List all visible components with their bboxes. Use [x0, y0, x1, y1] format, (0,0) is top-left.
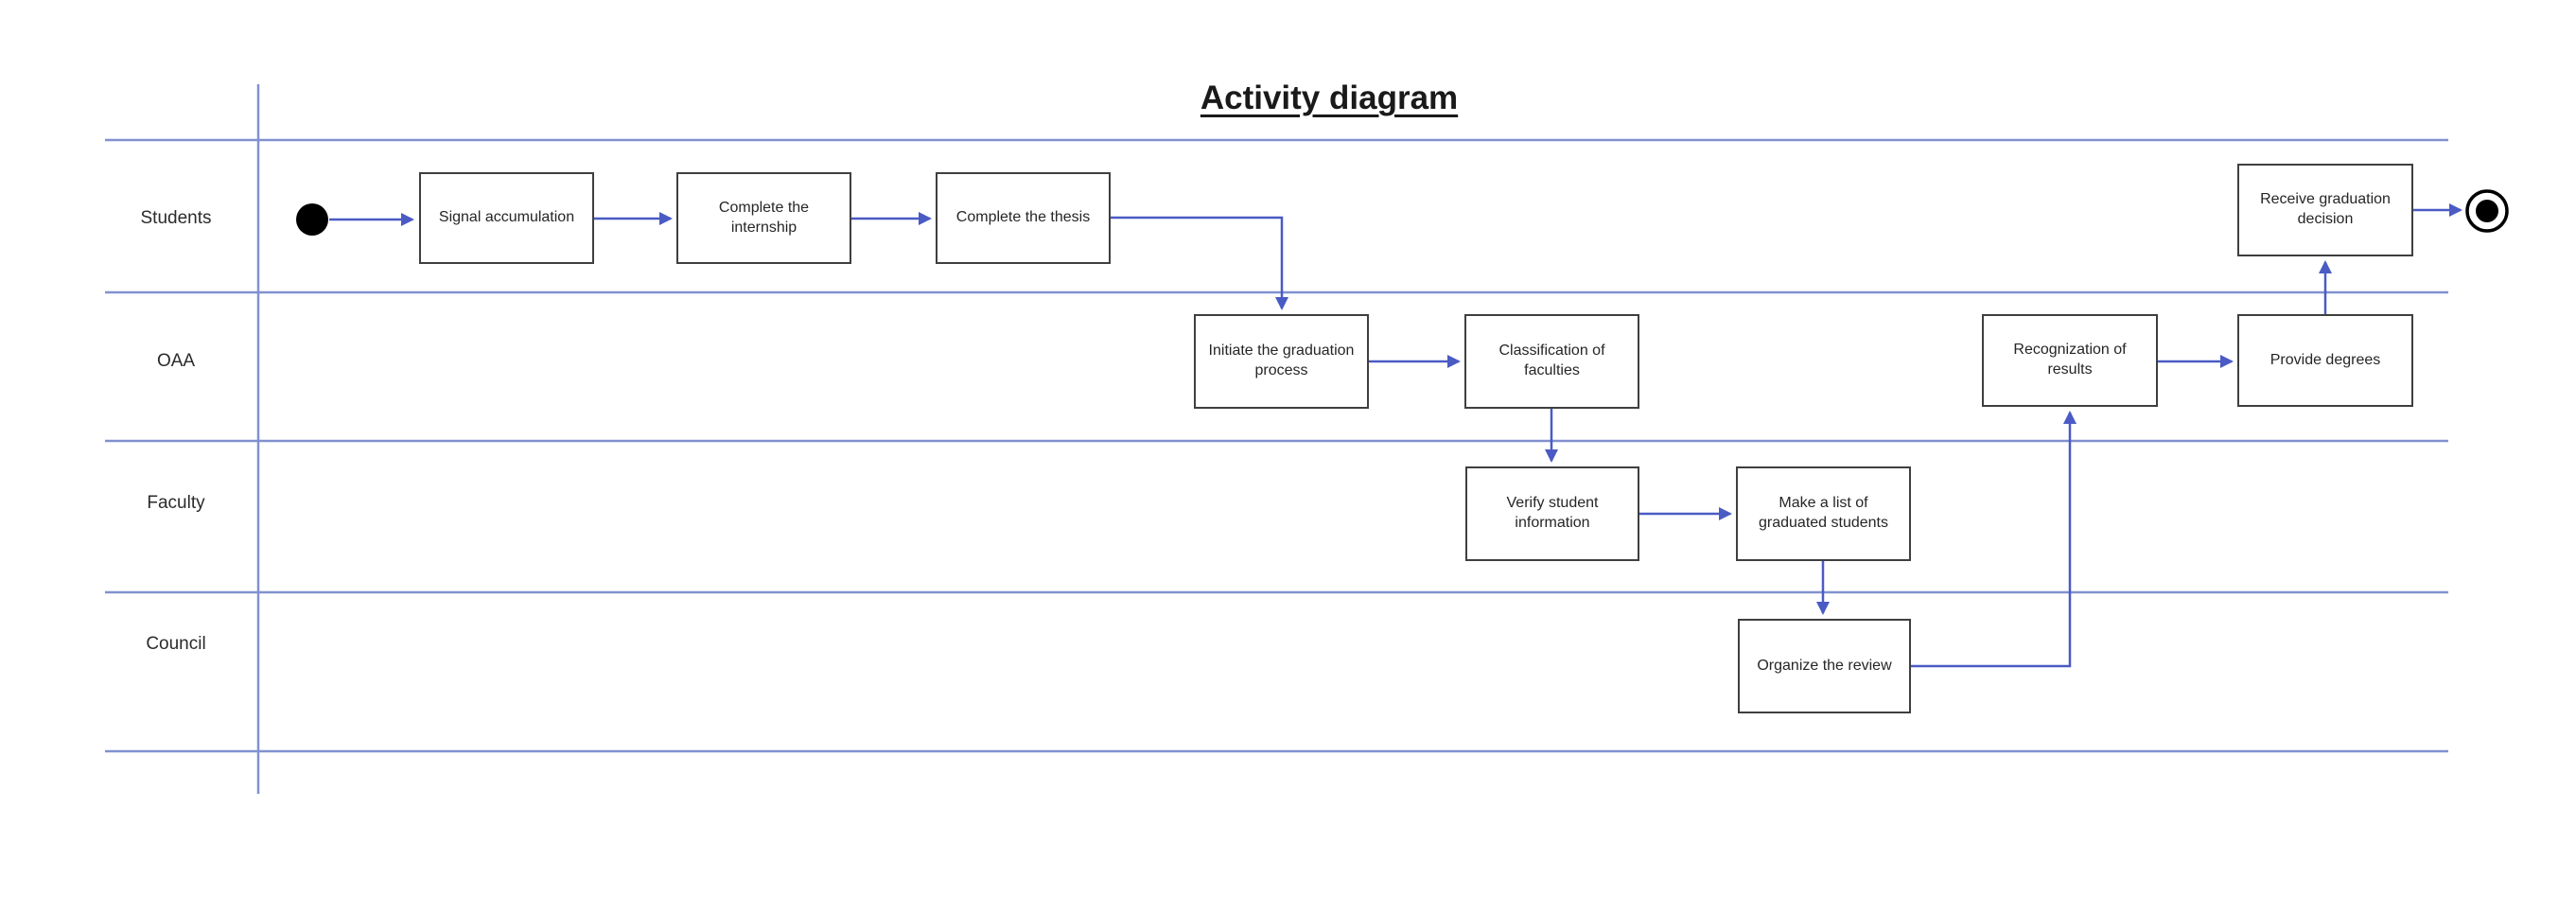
activity-complete-thesis: Complete the thesis: [936, 172, 1111, 264]
final-node: [2465, 189, 2509, 233]
activity-initiate-graduation: Initiate the graduation process: [1194, 314, 1369, 409]
initial-node: [296, 203, 328, 236]
activity-organize-review: Organize the review: [1738, 619, 1911, 713]
activity-complete-internship: Complete the internship: [676, 172, 851, 264]
lane-label-students: Students: [140, 208, 212, 228]
lane-label-council: Council: [146, 634, 206, 654]
lane-label-faculty: Faculty: [147, 493, 205, 513]
edge-thesis-to-initiate: [1111, 216, 1288, 310]
activity-recognization-results: Recognization of results: [1982, 314, 2158, 407]
swimlane-grid: [105, 84, 2448, 794]
activity-verify-student-info: Verify student information: [1465, 466, 1639, 561]
activity-receive-graduation-decision: Receive graduation decision: [2237, 164, 2413, 256]
edge-organize-to-recognization: [1911, 411, 2077, 668]
flow-edges: [329, 203, 2462, 668]
activity-classification-faculties: Classification of faculties: [1464, 314, 1639, 409]
activity-provide-degrees: Provide degrees: [2237, 314, 2413, 407]
lane-label-oaa: OAA: [156, 351, 196, 371]
activity-make-list-graduated: Make a list of graduated students: [1736, 466, 1911, 561]
diagram-title: Activity diagram: [1200, 79, 1459, 116]
activity-signal-accumulation: Signal accumulation: [419, 172, 594, 264]
